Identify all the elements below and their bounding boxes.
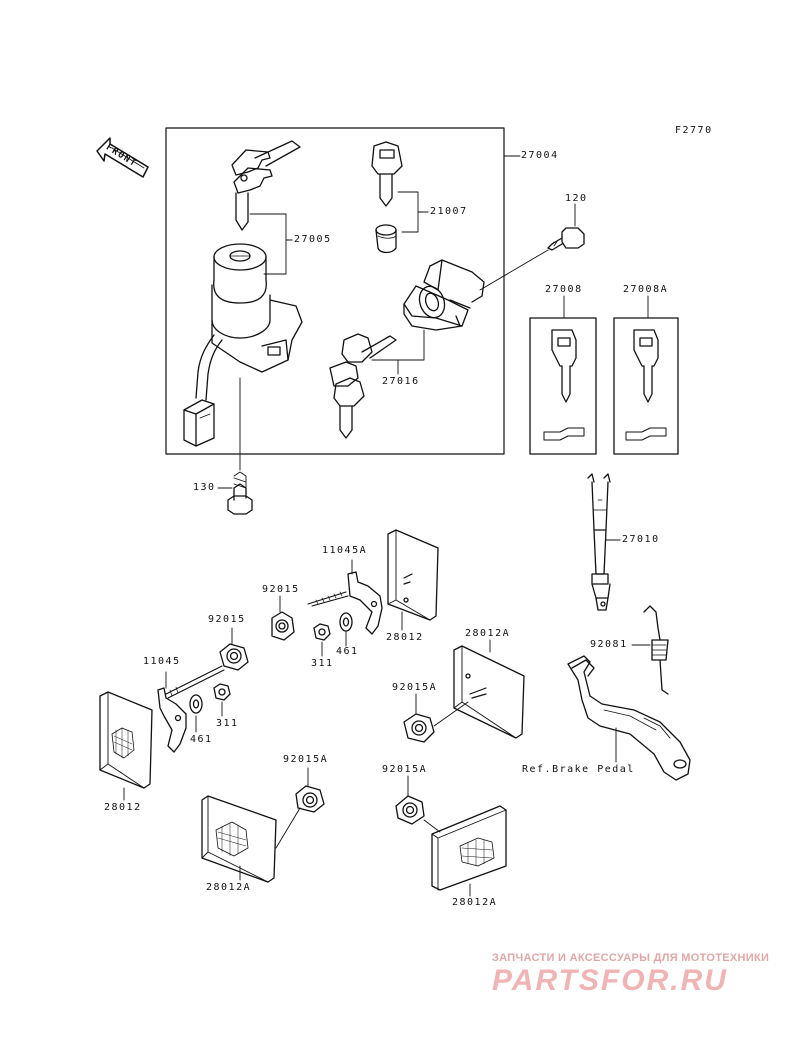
leader-27005 [249,213,293,275]
washer-461-b [189,694,203,714]
key-blank-27008a [613,317,679,455]
part-label-27010: 27010 [622,534,660,545]
part-label-28012-left: 28012 [104,802,142,813]
ignition-key-pair [231,140,301,231]
part-label-92015a-b: 92015A [283,754,329,765]
leader-120 [479,203,576,291]
nut-92015-b [219,643,249,671]
part-label-11045: 11045 [143,656,181,667]
watermark-logo: PARTSFOR.RU [492,964,728,997]
spring-92081 [643,605,669,695]
part-label-120: 120 [565,193,588,204]
reflector-28012a-bottom-right [431,805,507,891]
part-label-27004: 27004 [521,150,559,161]
part-label-28012a-bottom-left: 28012A [206,882,252,893]
leader-92015a-c [407,775,441,833]
part-label-21007: 21007 [430,206,468,217]
ignition-switch-kit-frame [165,127,505,455]
leader-130 [217,377,241,489]
reflector-28012-left [99,691,153,789]
part-label-28012a-bottom-right: 28012A [452,897,498,908]
leader-21007 [397,191,429,233]
watermark-caption: ЗАПЧАСТИ И АКСЕССУАРЫ ДЛЯ МОТОТЕХНИКИ [492,952,770,964]
part-label-92015a-c: 92015A [382,764,428,775]
leader-27016 [371,329,425,375]
nut-92015-a [271,611,295,641]
part-label-92015-a: 92015 [262,584,300,595]
brake-switch-27010 [587,473,611,611]
helmet-lock-body [403,259,485,331]
part-label-27005: 27005 [294,234,332,245]
part-label-28012a-top: 28012A [465,628,511,639]
bolt-120 [547,227,585,251]
part-label-311-b: 311 [216,718,239,729]
leader-28012a-bottom-left [239,807,301,881]
reflector-28012a-top [453,645,525,739]
lock-cylinder [375,224,397,254]
leader-92015a-a [415,693,469,727]
part-label-92081: 92081 [590,639,628,650]
bracket-11045a [307,571,383,635]
nut-92015a-b [295,785,325,813]
helmet-key-pair [329,333,397,439]
part-label-27008a: 27008A [623,284,669,295]
ref-brake-pedal-label: Ref.Brake Pedal [522,764,635,775]
part-label-92015a-a: 92015A [392,682,438,693]
nut-311-b [213,683,231,701]
ignition-lock-body [183,243,303,447]
part-label-27008: 27008 [545,284,583,295]
bracket-11045 [157,665,225,753]
part-label-130: 130 [193,482,216,493]
nut-92015a-a [403,713,435,743]
figure-code: F2770 [675,125,713,136]
part-label-11045a: 11045A [322,545,368,556]
reflector-28012-top [387,529,439,621]
part-label-461-b: 461 [190,734,213,745]
part-label-27016: 27016 [382,376,420,387]
nut-311-a [313,623,331,641]
part-label-28012-top: 28012 [386,632,424,643]
reflector-28012a-bottom-left [201,795,277,883]
front-arrow [96,137,149,178]
part-label-461-a: 461 [336,646,359,657]
key-blank-27008 [529,317,597,455]
washer-461-a [339,612,353,632]
seat-lock-key [371,141,403,207]
part-label-92015-b: 92015 [208,614,246,625]
nut-92015a-c [395,795,425,825]
bolt-130 [227,471,253,515]
brake-pedal [567,655,691,781]
part-label-311-a: 311 [311,658,334,669]
